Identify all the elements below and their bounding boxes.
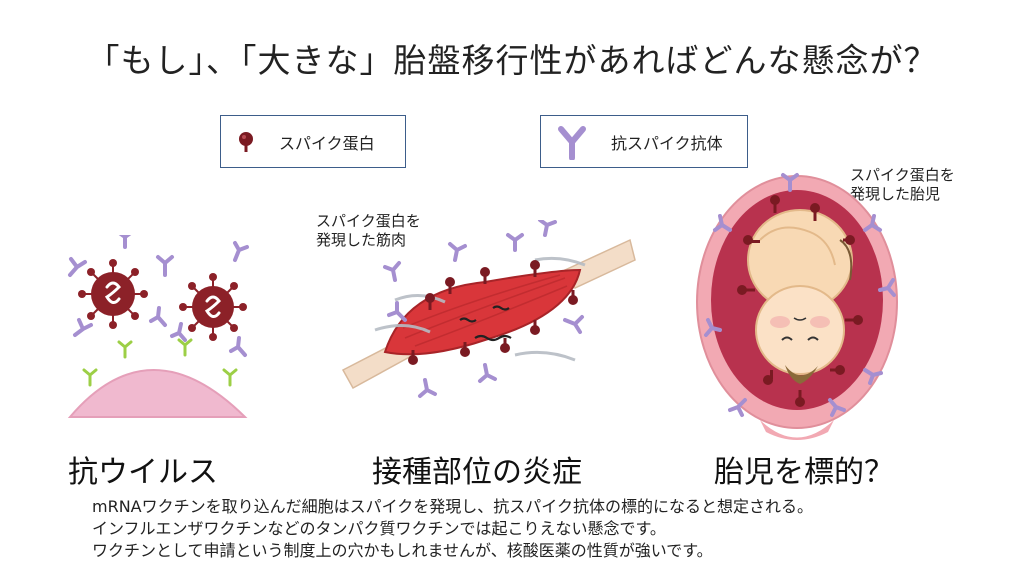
- uterus-antibodies: [704, 173, 896, 417]
- slide-title: 「もし」、「大きな」胎盤移行性があればどんな懸念が？: [86, 41, 938, 80]
- legend-antibody-label: 抗スパイク抗体: [611, 133, 723, 153]
- antibodies-group: [68, 235, 249, 357]
- legend-spike-label: スパイク蛋白: [279, 133, 375, 153]
- notes-block: mRNAワクチンを取り込んだ細胞はスパイクを発現し、抗スパイク抗体の標的になると…: [92, 496, 813, 562]
- cell-illustration: [67, 369, 248, 418]
- legend-spike-protein: スパイク蛋白: [220, 115, 406, 168]
- antibody-icon: [558, 125, 586, 160]
- muscle-antibodies: [383, 220, 584, 398]
- virus-cell-illustration: [67, 235, 249, 418]
- note-line-1: mRNAワクチンを取り込んだ細胞はスパイクを発現し、抗スパイク抗体の標的になると…: [92, 497, 813, 516]
- note-line-3: ワクチンとして申請という制度上の穴かもしれませんが、核酸医薬の性質が強いです。: [92, 541, 713, 560]
- section-label-antivirus: 抗ウイルス: [68, 455, 218, 490]
- fetus-caption-line-1: スパイク蛋白を: [850, 166, 955, 184]
- virus-1-icon: [78, 259, 148, 329]
- fetus-caption-line-2: 発現した胎児: [850, 185, 941, 203]
- fetus-caption: スパイク蛋白を 発現した胎児: [850, 166, 955, 204]
- muscle-caption-line-2: 発現した筋肉: [316, 231, 407, 249]
- cell-receptors: [82, 338, 238, 387]
- fetus: [747, 209, 853, 384]
- note-line-2: インフルエンザワクチンなどのタンパク質ワクチンでは起こりえない懸念です。: [92, 519, 666, 538]
- legend-antibody: 抗スパイク抗体: [540, 115, 748, 168]
- section-label-fetus-target: 胎児を標的？: [714, 455, 894, 490]
- muscle-illustration: [341, 220, 636, 398]
- nerve-strands: [374, 256, 586, 362]
- muscle-spike-proteins: [408, 260, 578, 365]
- muscle-body: [383, 268, 582, 356]
- spike-protein-icon: [239, 131, 253, 152]
- muscle-face: [459, 305, 512, 342]
- virus-2-icon: [179, 273, 247, 341]
- muscle-caption-line-1: スパイク蛋白を: [316, 212, 421, 230]
- fetus-spike-proteins: [737, 195, 863, 407]
- uterus-fetus-illustration: [696, 173, 898, 440]
- muscle-caption: スパイク蛋白を 発現した筋肉: [316, 212, 421, 250]
- section-label-injection-inflammation: 接種部位の炎症: [372, 455, 582, 490]
